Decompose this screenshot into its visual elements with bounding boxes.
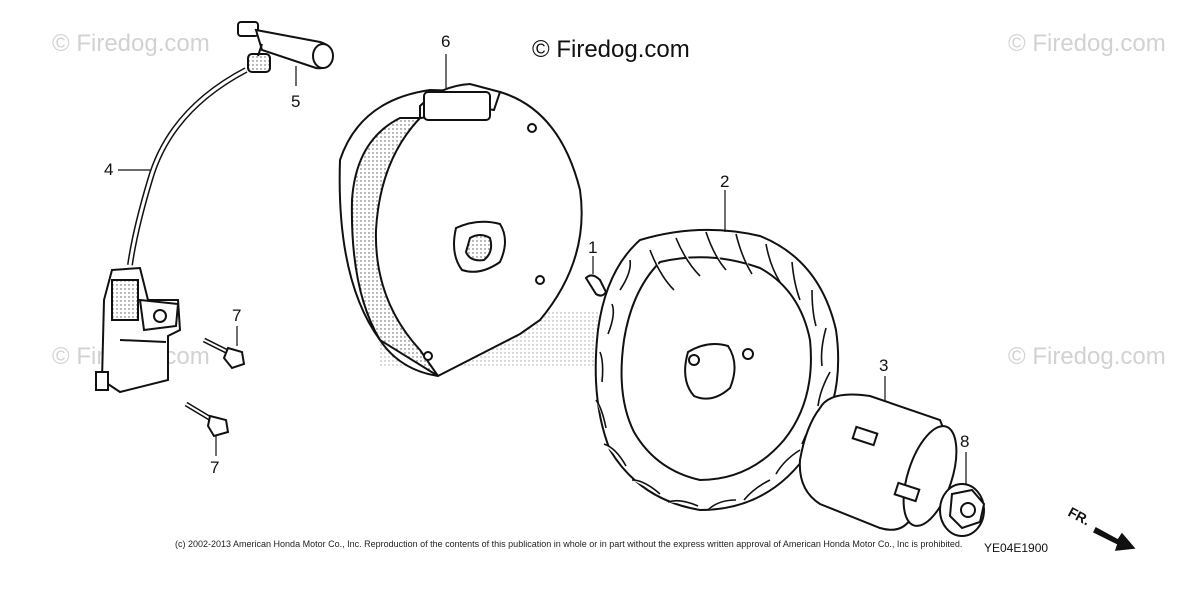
flywheel-key <box>584 274 608 297</box>
cooling-fan <box>594 228 840 512</box>
ignition-coil <box>95 67 248 394</box>
callout-part-7-lower: 7 <box>210 458 220 477</box>
watermark-center: © Firedog.com <box>532 36 690 63</box>
flange-nut <box>939 483 986 537</box>
callout-part-5: 5 <box>291 92 301 111</box>
diagram-code: YE04E1900 <box>984 541 1049 555</box>
copyright-notice: (c) 2002-2013 American Honda Motor Co., … <box>175 539 963 549</box>
spark-plug-cap <box>237 21 334 73</box>
watermark-mid-right: © Firedog.com <box>1008 343 1166 370</box>
callout-part-8: 8 <box>960 432 970 451</box>
bolt-upper <box>202 337 246 370</box>
callout-part-6: 6 <box>441 32 451 51</box>
callout-part-3: 3 <box>879 356 889 375</box>
watermark-top-right: © Firedog.com <box>1008 30 1166 57</box>
front-direction-arrow-icon <box>1092 526 1136 551</box>
watermark-top-left: © Firedog.com <box>52 30 210 57</box>
callout-part-2: 2 <box>720 172 730 191</box>
callout-part-7-upper: 7 <box>232 306 242 325</box>
bolt-lower <box>184 401 230 438</box>
flywheel <box>338 82 583 378</box>
callout-part-4: 4 <box>104 160 114 179</box>
callout-part-1: 1 <box>588 238 598 257</box>
